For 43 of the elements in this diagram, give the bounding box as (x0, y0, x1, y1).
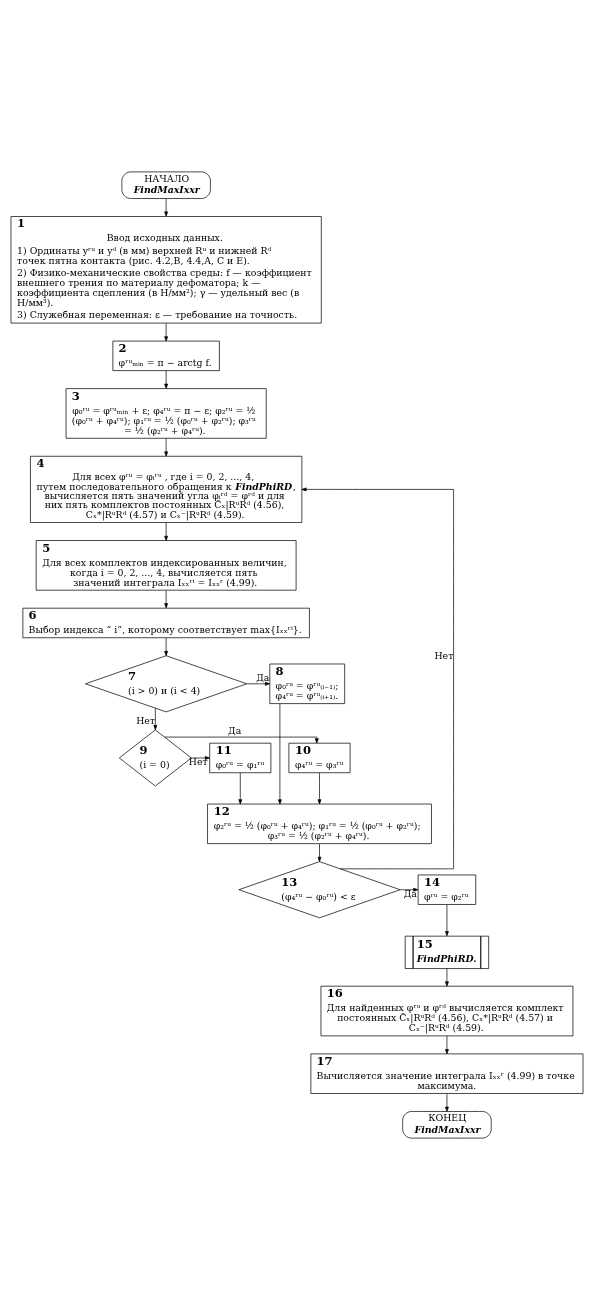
arrow (164, 736, 319, 744)
arrow (317, 843, 322, 862)
arrow (164, 370, 168, 389)
arrow (153, 707, 158, 730)
arrow (164, 322, 168, 342)
arrow (164, 637, 168, 656)
arrow (317, 772, 322, 805)
node-box: 3 φ₀ʳᵘ = φʳᵘₘᵢₙ + ε; φ₄ʳᵘ = π − ε; φ₂ʳᵘ = ½ (φ₀ʳᵘ + φ₄ʳᵘ); φ₁ʳᵘ = ½ (φ₀ʳᵘ + φ₂ʳᵘ); φ₃ʳᵘ = ½ (φ₂ʳᵘ + φ₄ʳᵘ). (65, 388, 267, 439)
arrow (445, 1035, 449, 1055)
node-box: 16 Для найденных φʳᵘ и φʳᵈ вычисляется комплект постоянных C̃ₓ|RᵘRᵈ (4.56), Cₓ*|RᵘRᵈ (4.57) и Cₓ⁻|RᵘRᵈ (4.59). (320, 985, 574, 1037)
edge-label: Да (403, 888, 417, 900)
arrow (399, 887, 419, 892)
node-box: 12 φ₂ʳᵘ = ½ (φ₀ʳᵘ + φ₄ʳᵘ); φ₁ʳᵘ = ½ (φ₀ʳᵘ + φ₂ʳᵘ); φ₃ʳᵘ = ½ (φ₂ʳᵘ + φ₄ʳᵘ). (207, 803, 432, 844)
arrow (191, 756, 210, 760)
node-box: 8 φ₀ʳᵘ = φʳᵘ₍ᵢ₋₁₎; φ₄ʳᵘ = φʳᵘ₍ᵢ₊₁₎. (269, 663, 346, 704)
node-box: 14 φʳᵘ = φ₂ʳᵘ (417, 874, 477, 905)
arrow (445, 968, 449, 987)
node-box: 4 Для всех φʳᵘ = φᵢʳᵘ , где i = 0, 2, ..., 4, путем последовательного обращения к FindPhiRD, вычисляется пять значений угла φᵢʳᵈ = φʳᵈ и для них пять комплектов постоянных C̃ₓ|RᵘRᵈ (4.56), Cₓ*|RᵘRᵈ (4.57) и Cₓ⁻|RᵘRᵈ (4.59). (30, 455, 303, 523)
node-box: 17 Вычисляется значение интеграла Iₓₓʳ (4.99) в точке максимума. (310, 1053, 584, 1094)
node-box: 10 φ₄ʳᵘ = φ₃ʳᵘ (288, 742, 351, 774)
node-box: НАЧАЛО FindMaxIxxr (121, 171, 211, 199)
arrow (164, 590, 168, 609)
edge-label: Нет (434, 650, 454, 662)
arrow (301, 487, 454, 870)
node-box: 11 φ₀ʳᵘ = φ₁ʳᵘ (209, 742, 272, 774)
node-box: КОНЕЦ FindMaxIxxr (402, 1111, 492, 1139)
arrow (238, 772, 243, 805)
node-box: 6 Выбор индекса “ i”, которому соответствует max{Iₓₓʳⁱ}. (22, 607, 310, 639)
edge-label: Нет (136, 715, 156, 727)
node-box: 2 φʳᵘₘᵢₙ = π − arctg f. (112, 340, 220, 371)
edge-label: Да (256, 672, 270, 684)
arrow (164, 522, 168, 541)
arrow (278, 703, 282, 805)
node-diamond: 13 (φ₄ʳᵘ − φ₀ʳᵘ) < ε (238, 861, 401, 919)
arrow (445, 904, 449, 937)
node-diamond: 7 (i > 0) и (i < 4) (85, 655, 248, 713)
arrow (246, 681, 270, 686)
node-box: 1 Ввод исходных данных. 1) Ординаты yʳᵘ и yᵈ (в мм) верхней Rᵘ и нижней Rᵈ точек пятна контакта (рис. 4.2,B, 4.4,A, C и E). 2) Физико-механические свойства среды: f — коэффициент внешнего трения по материалу дефоматора; k — коэффициента сцепления (в Н/мм²); γ — удельный вес (в Н/мм³). 3) Служебная переменная: ε — требование на точность. (10, 216, 322, 324)
arrow (445, 1093, 449, 1112)
node-box: 5 Для всех комплектов индексированных величин, когда i = 0, 2, ..., 4, вычисляется пять значений интеграла Iₓₓʳⁱ = Iₓₓʳ (4.99). (35, 540, 297, 591)
edge-label: Да (228, 725, 242, 737)
arrow (164, 198, 168, 217)
arrow (164, 437, 168, 457)
